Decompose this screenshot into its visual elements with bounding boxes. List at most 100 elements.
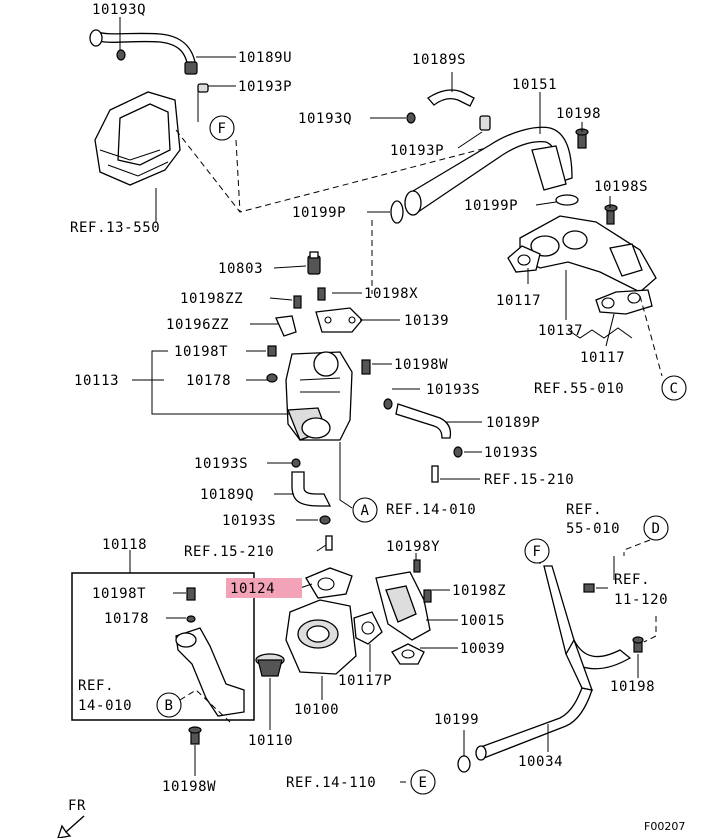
- group-box-10118: [71, 572, 255, 721]
- svg-text:D: D: [651, 521, 660, 537]
- label-10137: 10137: [538, 323, 583, 339]
- gasket-10117-lower: [595, 289, 653, 315]
- bolt-10198y: [413, 559, 421, 573]
- label-10193s-c: 10193S: [194, 456, 248, 472]
- label-10198-a: 10198: [556, 106, 601, 122]
- gasket-10199: [457, 755, 471, 773]
- clamp-10193p-top: [197, 83, 209, 93]
- label-10198w-b: 10198W: [162, 779, 216, 795]
- gasket-10199p-right: [555, 194, 579, 206]
- label-10198y: 10198Y: [386, 539, 440, 555]
- clamp-10193s-upper: [383, 398, 393, 410]
- label-10198x: 10198X: [364, 286, 418, 302]
- label-ref-55-010-b1: REF.: [566, 502, 602, 518]
- bolt-10198zz: [293, 295, 302, 309]
- label-10193q-a: 10193Q: [92, 2, 146, 18]
- callout-c: C: [661, 375, 687, 401]
- label-fr: FR: [68, 798, 86, 814]
- svg-text:B: B: [164, 698, 173, 714]
- label-ref-14-010-b2: 14-010: [78, 698, 132, 714]
- label-10198zz: 10198ZZ: [180, 291, 243, 307]
- label-10117p: 10117P: [338, 673, 392, 689]
- label-10193p-b: 10193P: [390, 143, 444, 159]
- label-10198t-b: 10198T: [92, 586, 146, 602]
- part-labels: 10193Q 10189U 10193P 10189S 10151 10198 …: [68, 2, 685, 833]
- label-10139: 10139: [404, 313, 449, 329]
- label-10193p-a: 10193P: [238, 79, 292, 95]
- label-10198s: 10198S: [594, 179, 648, 195]
- callout-d: D: [643, 515, 669, 541]
- bolt-10198-right: [632, 636, 644, 653]
- oring-10178-mid: [266, 373, 278, 383]
- label-10015: 10015: [460, 613, 505, 629]
- figure-code: F00207: [644, 820, 685, 833]
- label-ref-15-210-b: REF.15-210: [184, 544, 274, 560]
- svg-text:E: E: [418, 775, 427, 791]
- bolt-10198z: [423, 589, 432, 603]
- thermostat-case-10100: [285, 599, 357, 675]
- throttle-body-ref-13-550: [94, 91, 181, 186]
- svg-text:F: F: [532, 544, 541, 560]
- bracket-10196zz: [275, 315, 297, 337]
- callout-b: B: [156, 692, 182, 718]
- label-10117-a: 10117: [496, 293, 541, 309]
- callout-e: E: [410, 769, 436, 795]
- label-10100: 10100: [294, 702, 339, 718]
- pin-ref-15-210-b: [325, 535, 333, 551]
- bolt-ref-11-120: [583, 583, 595, 593]
- oring-10178-box: [186, 615, 196, 623]
- label-10199: 10199: [434, 712, 479, 728]
- label-10199p-a: 10199P: [292, 205, 346, 221]
- label-10034: 10034: [518, 754, 563, 770]
- label-10199p-b: 10199P: [464, 198, 518, 214]
- clamp-10193q-right: [406, 112, 416, 124]
- water-outlet-manifold-10137: [519, 215, 657, 293]
- hose-10189q: [291, 471, 332, 507]
- callout-f-top: F: [209, 115, 235, 141]
- label-10193s-a: 10193S: [426, 382, 480, 398]
- sensor-10803: [307, 251, 321, 275]
- clamp-10193s-left: [291, 458, 301, 468]
- label-10193s-d: 10193S: [222, 513, 276, 529]
- label-ref-55-010-b2: 55-010: [566, 521, 620, 537]
- label-10803: 10803: [218, 261, 263, 277]
- bolt-10198t-box: [186, 587, 196, 601]
- bolt-10198s: [604, 204, 618, 225]
- label-10196zz: 10196ZZ: [166, 317, 229, 333]
- label-10193s-b: 10193S: [484, 445, 538, 461]
- water-inlet-pipe-10118: [175, 627, 245, 717]
- label-ref-14-110: REF.14-110: [286, 775, 376, 791]
- gasket-10124: [305, 567, 353, 599]
- svg-text:A: A: [360, 503, 369, 519]
- gasket-10117p: [353, 611, 383, 645]
- bolt-10198w-mid: [361, 359, 371, 375]
- label-10118: 10118: [102, 537, 147, 553]
- front-direction-arrow-icon: [57, 815, 85, 838]
- callout-f-right: F: [524, 538, 550, 564]
- label-ref-55-010-a: REF.55-010: [534, 381, 624, 397]
- label-ref-14-010-b1: REF.: [78, 678, 114, 694]
- hose-10189p: [395, 403, 452, 439]
- label-ref-13-550: REF.13-550: [70, 220, 160, 236]
- clamp-10193q-top: [116, 49, 126, 61]
- highlight-10124: [226, 578, 302, 598]
- label-10189p: 10189P: [486, 415, 540, 431]
- clamp-10193s-lower: [319, 515, 331, 525]
- label-10178-b: 10178: [104, 611, 149, 627]
- dashed-reference-lines: [175, 129, 663, 723]
- water-pipe-10151: [404, 126, 573, 216]
- label-10198t-a: 10198T: [174, 344, 228, 360]
- hose-10189u: [89, 29, 198, 75]
- label-10117-b: 10117: [580, 350, 625, 366]
- plate-10015: [375, 571, 431, 641]
- bolt-10198x: [317, 287, 326, 301]
- label-10189s: 10189S: [412, 52, 466, 68]
- label-10198-b: 10198: [610, 679, 655, 695]
- water-pipe-10034: [475, 565, 632, 761]
- label-10198z: 10198Z: [452, 583, 506, 599]
- label-ref-15-210-a: REF.15-210: [484, 472, 574, 488]
- label-10124: 10124: [230, 581, 275, 597]
- bolt-10198w-lower: [188, 726, 202, 745]
- clamp-10193p-right: [479, 115, 491, 131]
